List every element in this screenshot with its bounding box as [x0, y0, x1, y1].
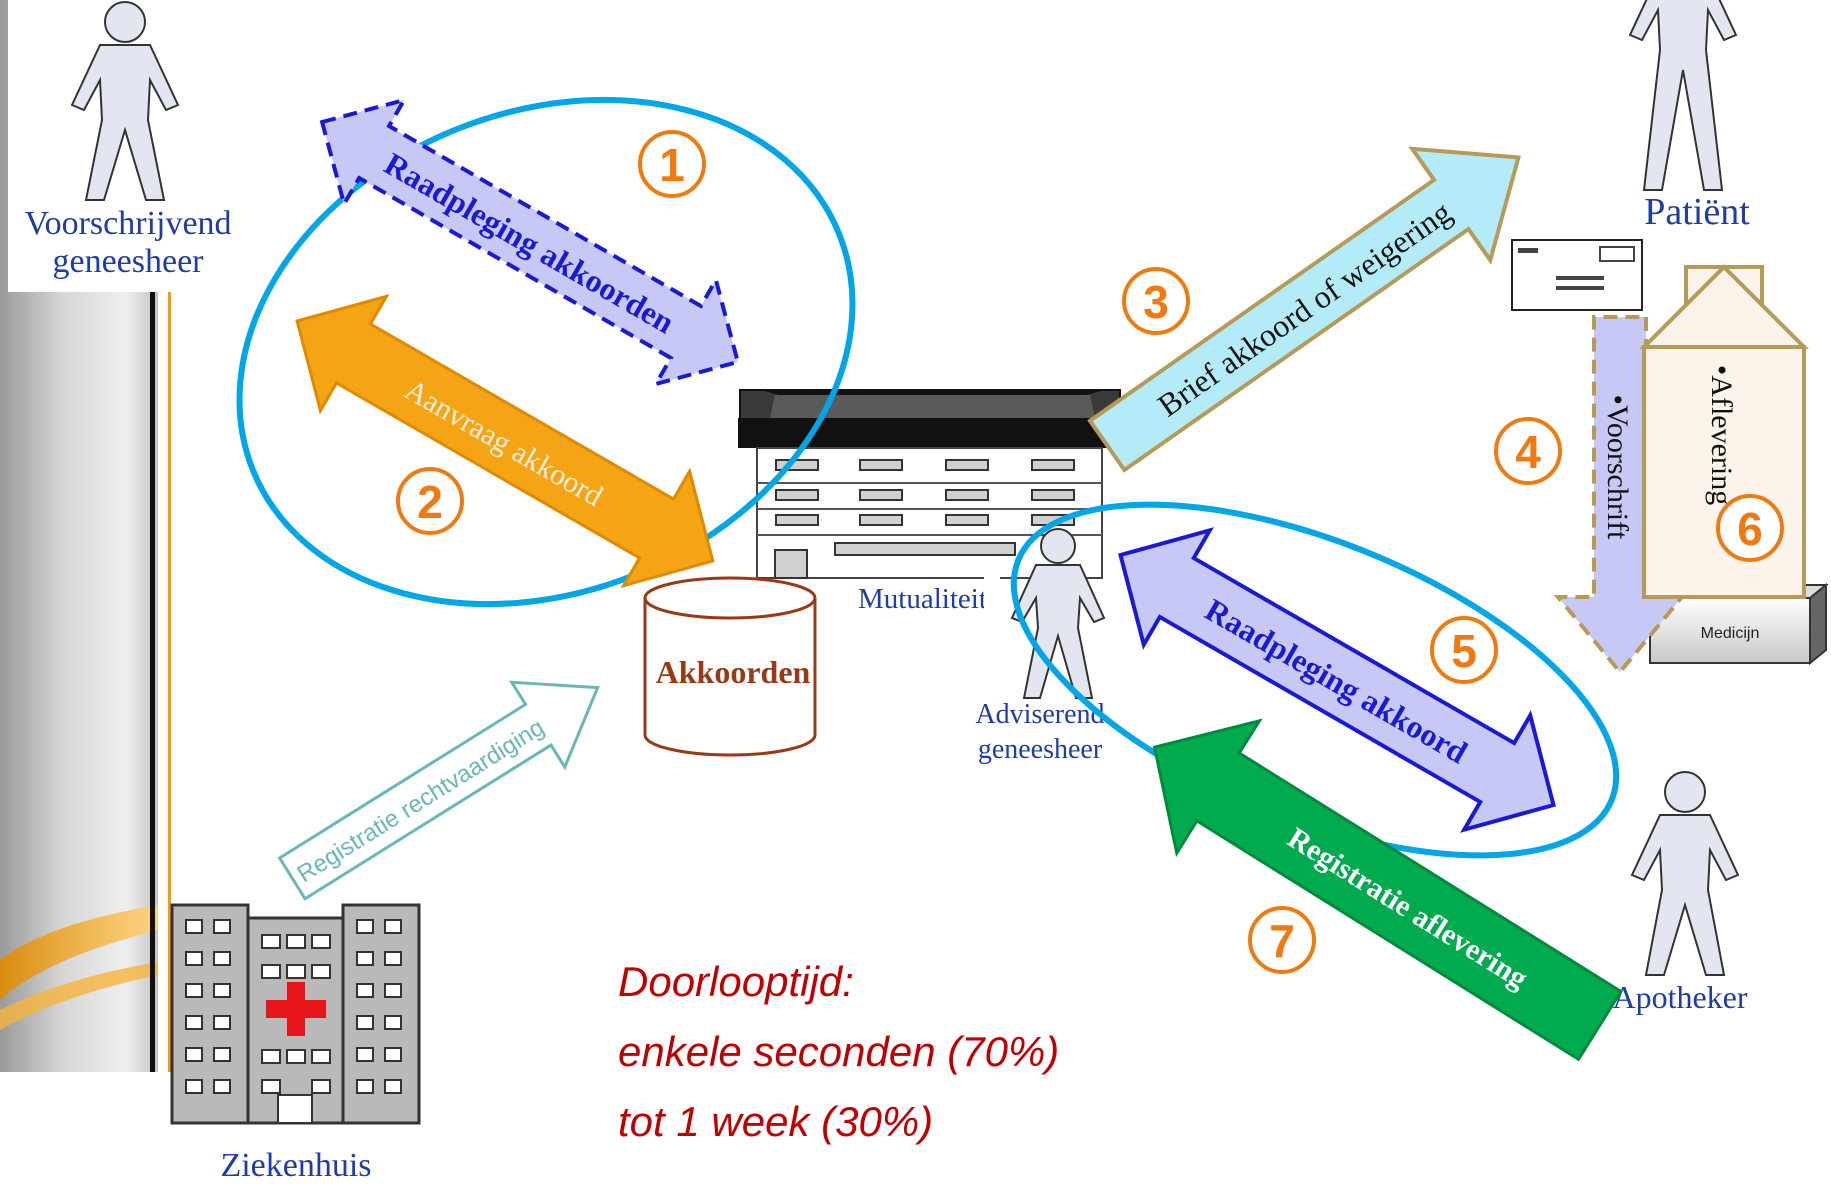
- medicine-label: Medicijn: [1701, 625, 1760, 642]
- consult-agreements-label: Raadpleging akkoorden: [378, 145, 680, 340]
- svg-text:4: 4: [1515, 426, 1541, 478]
- register-justification-arrow: Registratie rechtvaardiging: [277, 680, 600, 901]
- envelope-icon: [1511, 239, 1643, 311]
- pharmacist-actor: Apotheker: [1612, 771, 1748, 1015]
- prescriber-actor: Voorschrijvend geneesheer: [8, 0, 248, 292]
- prescriber-label-line2: geneesheer: [52, 243, 204, 280]
- step-badges: 1 2 3 4 5 6 7: [396, 130, 1784, 974]
- svg-text:2: 2: [417, 476, 443, 528]
- person-icon: [1630, 771, 1740, 976]
- advisor-label-line2: geneesheer: [978, 734, 1103, 765]
- svg-text:7: 7: [1269, 915, 1295, 967]
- advisor-actor: Adviserend geneesheer: [975, 528, 1106, 765]
- letter-label: Brief akkoord of weigering: [1151, 194, 1458, 424]
- person-icon: [1010, 528, 1106, 699]
- person-icon: [70, 1, 180, 201]
- delivery-label: •Aflevering: [1705, 365, 1738, 505]
- step-badge-4: 4: [1494, 417, 1562, 485]
- hospital-label: Ziekenhuis: [220, 1147, 371, 1184]
- agreements-database: Akkoorden: [643, 576, 817, 757]
- mutuality-label: Mutualiteit: [858, 583, 987, 615]
- step-badge-5: 5: [1430, 616, 1498, 684]
- svg-text:5: 5: [1451, 625, 1477, 677]
- throughput-line2: enkele seconden (70%): [618, 1028, 1059, 1075]
- advisor-label-line1: Adviserend: [975, 699, 1104, 730]
- patient-actor: Patiënt: [1628, 0, 1750, 233]
- patient-label: Patiënt: [1644, 191, 1750, 233]
- person-icon: [1628, 0, 1738, 191]
- consult-agreement-arrow: Raadpleging akkoord: [1118, 527, 1556, 833]
- step-badge-1: 1: [638, 130, 706, 198]
- prescriber-label-line1: Voorschrijvend: [24, 205, 231, 242]
- step-badge-3: 3: [1122, 267, 1190, 335]
- pharmacist-label: Apotheker: [1612, 979, 1747, 1015]
- hospital-building: [170, 903, 421, 1125]
- throughput-note: Doorlooptijd: enkele seconden (70%) tot …: [618, 958, 1059, 1145]
- throughput-line1: Doorlooptijd:: [618, 958, 854, 1005]
- database-label: Akkoorden: [656, 654, 811, 690]
- prescription-label: •Voorschrift: [1601, 395, 1634, 541]
- step-badge-6: 6: [1716, 494, 1784, 562]
- step-badge-7: 7: [1248, 906, 1316, 974]
- svg-text:6: 6: [1737, 503, 1763, 555]
- consult-group-circle: [236, 96, 856, 608]
- register-justification-label: Registratie rechtvaardiging: [293, 714, 549, 888]
- throughput-line3: tot 1 week (30%): [618, 1098, 933, 1145]
- svg-text:1: 1: [659, 139, 685, 191]
- svg-text:3: 3: [1143, 276, 1169, 328]
- step-badge-2: 2: [396, 467, 464, 535]
